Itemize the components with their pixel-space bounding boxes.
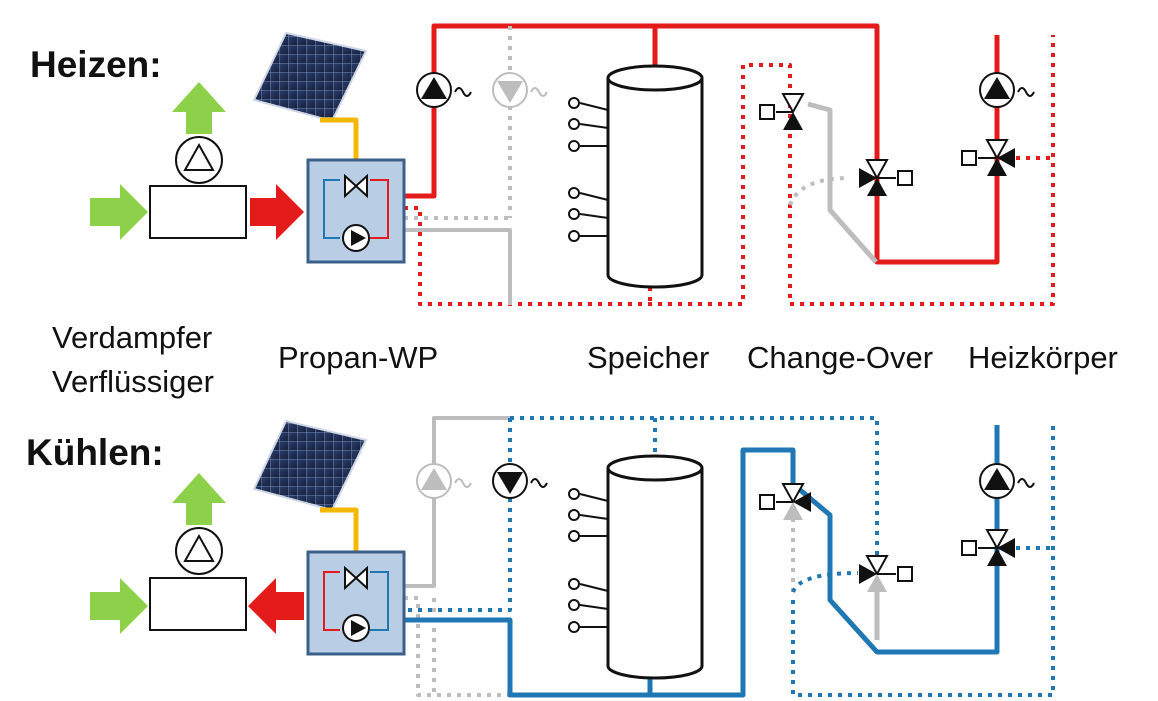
storage-tank-icon xyxy=(568,454,704,680)
condenser-label: Verflüssiger xyxy=(52,364,214,399)
three-way-valve-icon xyxy=(759,483,811,520)
actuator-icon xyxy=(897,566,913,582)
storage-label: Speicher xyxy=(587,340,710,375)
solar-panel-icon xyxy=(252,31,368,123)
radiator-label: Heizkörper xyxy=(968,340,1118,375)
actuator-icon xyxy=(961,540,977,556)
heat-pump-unit xyxy=(306,158,406,264)
heating-mode-label: Heizen: xyxy=(30,44,162,85)
pump-icon xyxy=(979,72,1035,108)
heating-diagram xyxy=(90,23,1055,306)
storage-tank-icon xyxy=(568,64,704,289)
evaporator-box xyxy=(149,577,247,631)
three-way-valve-icon xyxy=(961,139,1015,176)
pump-icon xyxy=(492,72,548,108)
expansion-valve-icon xyxy=(344,173,368,199)
air-in-arrow xyxy=(90,184,148,240)
air-out-arrow xyxy=(172,473,226,525)
heat-transfer-arrow xyxy=(248,578,304,634)
air-in-arrow xyxy=(90,578,148,634)
three-way-valve-icon xyxy=(961,529,1015,566)
heat-transfer-arrow xyxy=(250,184,304,240)
heat-pump-label: Propan-WP xyxy=(278,340,439,375)
pipe-network-cooling xyxy=(320,416,1055,698)
expansion-valve-icon xyxy=(344,565,368,591)
three-way-valve-icon xyxy=(859,159,913,196)
pump-icon xyxy=(492,463,548,499)
evaporator-box xyxy=(149,185,247,239)
cooling-mode-label: Kühlen: xyxy=(26,432,164,473)
compressor-icon xyxy=(342,224,370,252)
pump-icon xyxy=(979,463,1035,499)
actuator-icon xyxy=(897,170,913,186)
pump-icon xyxy=(416,72,472,108)
three-way-valve-icon xyxy=(759,93,805,130)
three-way-valve-icon xyxy=(859,555,913,592)
evaporator-condenser-label: Verdampfer Verflüssiger xyxy=(52,316,214,404)
cooling-diagram xyxy=(90,416,1055,698)
pump-icon xyxy=(416,463,472,499)
heat-pump-unit xyxy=(306,550,406,656)
evaporator-label: Verdampfer xyxy=(52,320,213,355)
actuator-icon xyxy=(759,494,775,510)
pipe-network-heating xyxy=(320,23,1055,306)
fan-icon xyxy=(175,527,223,575)
fan-icon xyxy=(175,136,223,184)
air-out-arrow xyxy=(172,82,226,134)
change-over-label: Change-Over xyxy=(747,340,934,375)
compressor-icon xyxy=(342,614,370,642)
actuator-icon xyxy=(961,150,977,166)
actuator-icon xyxy=(759,104,775,120)
solar-panel-icon xyxy=(252,419,368,512)
